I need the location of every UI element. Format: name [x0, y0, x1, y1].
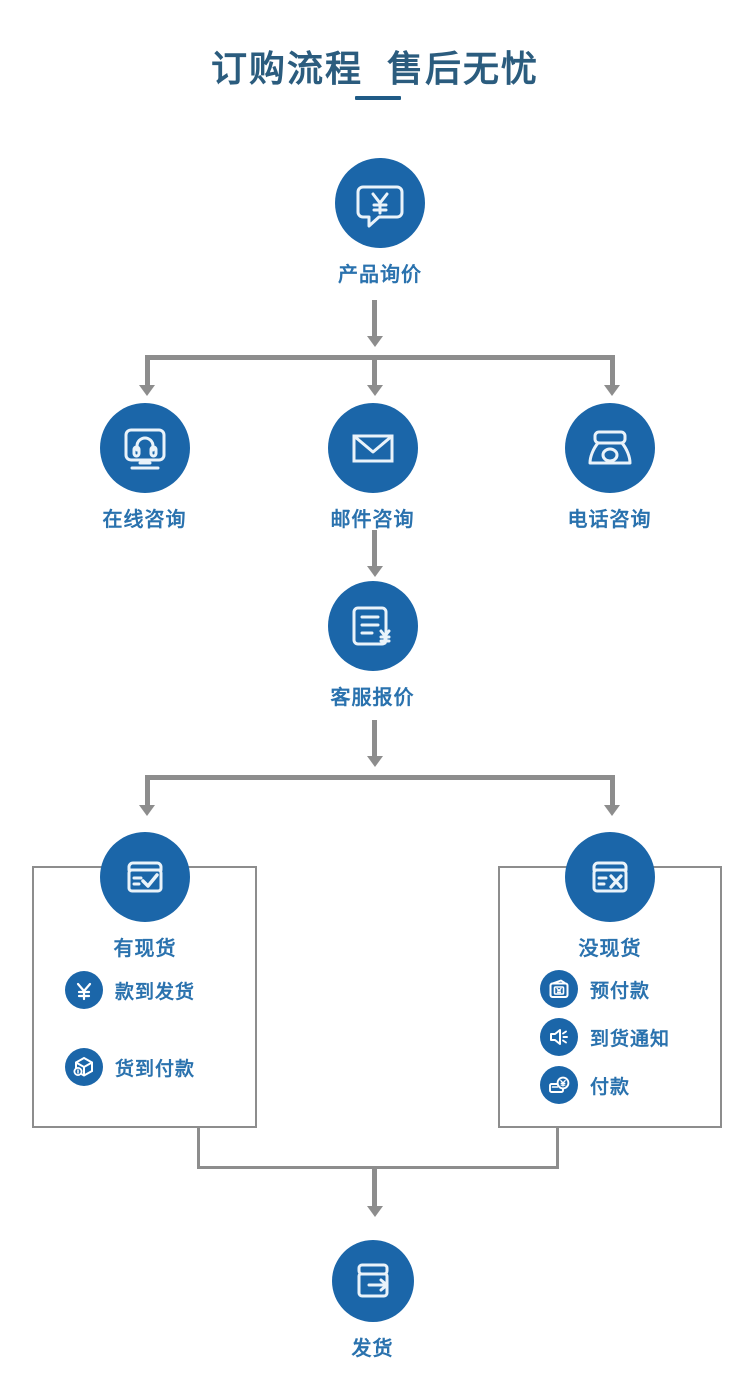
node-circle	[565, 832, 655, 922]
package-icon	[65, 1048, 103, 1086]
node-label: 在线咨询	[102, 509, 187, 531]
connector-branch-left-1	[145, 355, 150, 387]
option-label: 到货通知	[590, 1028, 671, 1050]
node-circle	[564, 403, 655, 493]
node-label: 产品询价	[338, 264, 422, 286]
connector-arrow-head	[139, 805, 155, 816]
connector-branch-left-2	[145, 775, 150, 807]
node-label: 有现货	[113, 938, 177, 960]
connector-branch-right-2	[610, 775, 615, 807]
node-in-stock[interactable]: 有现货	[100, 832, 190, 961]
option-label: 货到付款	[115, 1058, 196, 1080]
node-label: 发货	[351, 1338, 394, 1360]
connector-merge-right	[556, 1128, 559, 1168]
option-label: 付款	[590, 1076, 631, 1098]
option-label: 款到发货	[115, 981, 196, 1003]
connector-arrow-head	[367, 385, 383, 396]
monitor-headset-icon	[116, 419, 174, 477]
connector-arrow-head	[139, 385, 155, 396]
speech-bubble-yen-icon	[352, 175, 408, 231]
page-title: 订购流程 售后无忧	[210, 48, 539, 89]
node-product-inquiry[interactable]: 产品询价	[305, 158, 455, 287]
node-out-of-stock[interactable]: 没现货	[565, 832, 655, 961]
title-underline	[355, 96, 401, 100]
connector-split-bar-2	[145, 775, 615, 780]
connector-arrow-head	[604, 385, 620, 396]
document-yen-icon	[345, 598, 401, 654]
node-circle	[327, 403, 418, 493]
envelope-icon	[345, 420, 401, 476]
node-label: 客服报价	[330, 687, 415, 709]
box-cross-icon	[583, 850, 637, 904]
telephone-icon	[581, 419, 639, 477]
option-payment[interactable]: 付款	[540, 1066, 630, 1104]
node-circle	[99, 403, 190, 493]
box-check-icon	[118, 850, 172, 904]
node-label: 没现货	[578, 938, 642, 960]
node-circle	[327, 581, 418, 671]
connector-arrow-head	[367, 566, 383, 577]
node-phone-inquiry[interactable]: 电话咨询	[542, 403, 677, 532]
node-email-inquiry[interactable]: 邮件咨询	[305, 403, 440, 532]
option-pay-then-ship[interactable]: 款到发货	[65, 971, 195, 1009]
wallet-yen-icon	[540, 970, 578, 1008]
node-label: 邮件咨询	[330, 509, 415, 531]
connector-branch-right-1	[610, 355, 615, 387]
node-circle	[335, 158, 425, 248]
connector-start-down	[372, 300, 377, 338]
box-arrow-out-icon	[348, 1256, 398, 1306]
node-online-chat[interactable]: 在线咨询	[77, 403, 212, 532]
option-arrival-notice[interactable]: 到货通知	[540, 1018, 670, 1056]
connector-arrow-head	[604, 805, 620, 816]
option-prepayment[interactable]: 预付款	[540, 970, 650, 1008]
option-cash-on-delivery[interactable]: 货到付款	[65, 1048, 195, 1086]
node-circle	[331, 1240, 414, 1322]
option-label: 预付款	[590, 980, 651, 1002]
connector-arrow-head	[367, 756, 383, 767]
connector-merge-bar	[197, 1166, 559, 1169]
node-label: 电话咨询	[567, 509, 652, 531]
node-circle	[100, 832, 190, 922]
yen-icon	[65, 971, 103, 1009]
cash-yen-icon	[540, 1066, 578, 1104]
connector-email-to-quote	[372, 530, 377, 568]
connector-merge-down	[372, 1166, 377, 1208]
node-shipment[interactable]: 发货	[305, 1240, 440, 1361]
connector-branch-mid-1	[372, 355, 377, 387]
node-service-quote[interactable]: 客服报价	[305, 581, 440, 710]
connector-arrow-head	[367, 1206, 383, 1217]
connector-merge-left	[197, 1128, 200, 1168]
connector-split-bar-1	[145, 355, 615, 360]
speaker-icon	[540, 1018, 578, 1056]
connector-quote-down	[372, 720, 377, 758]
connector-arrow-head	[367, 336, 383, 347]
